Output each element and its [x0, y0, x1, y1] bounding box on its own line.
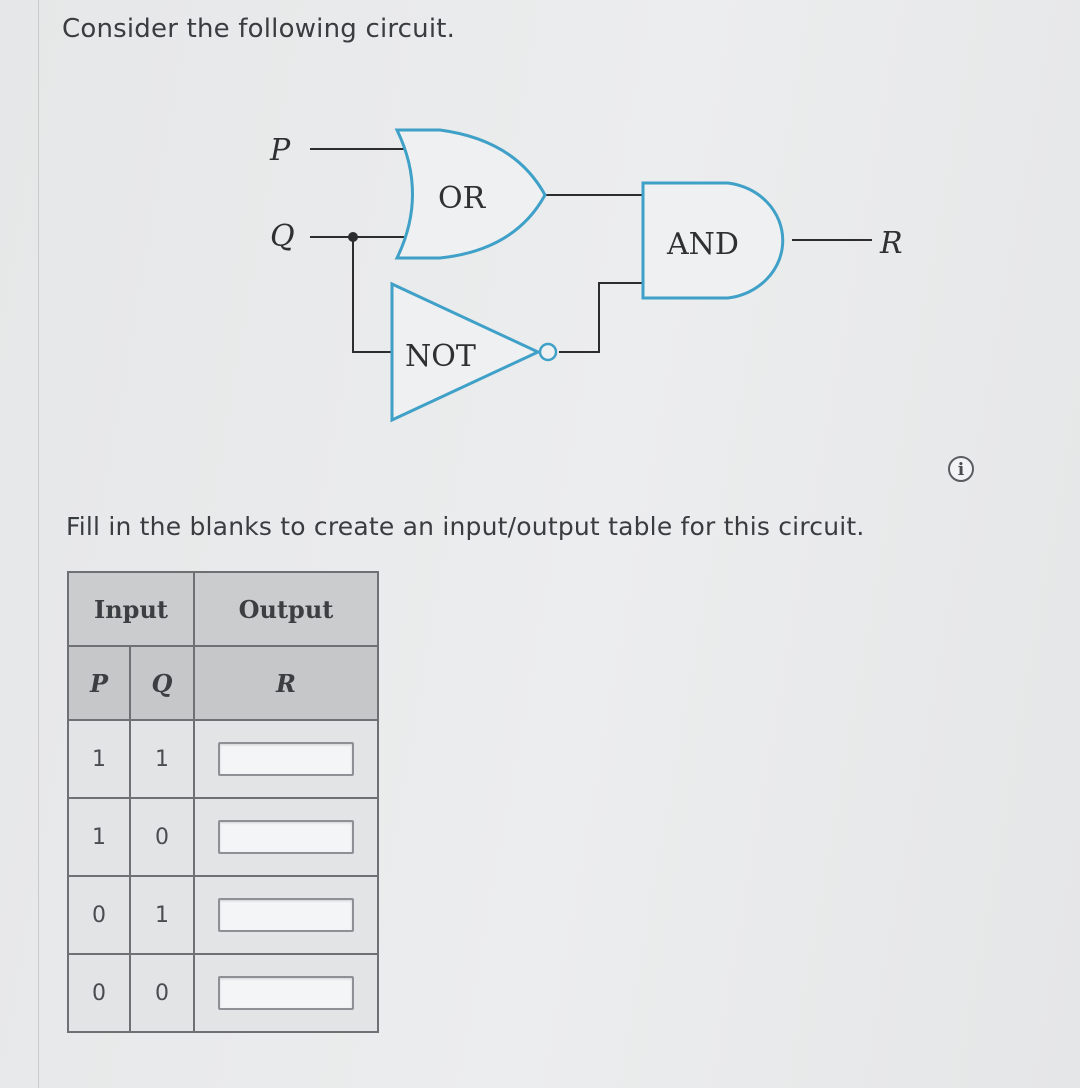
cell-q: 0: [129, 797, 195, 877]
cell-q: 1: [129, 719, 195, 799]
wire-q-to-not: [352, 237, 393, 353]
answer-input-row-3[interactable]: [218, 898, 354, 932]
header-r: R: [193, 645, 379, 721]
question-intro: Consider the following circuit.: [62, 14, 456, 44]
header-p: P: [67, 645, 131, 721]
table-row: 1 1: [67, 719, 379, 799]
header-input: Input: [67, 571, 195, 647]
table-subheader-row: P Q R: [67, 645, 379, 721]
cell-r: [193, 719, 379, 799]
info-icon[interactable]: i: [946, 454, 976, 484]
junction-dot: [348, 232, 358, 242]
output-label-r: R: [879, 226, 903, 261]
wire-not-to-and: [559, 282, 645, 353]
header-q: Q: [129, 645, 195, 721]
not-gate: [390, 281, 542, 423]
not-gate-label: NOT: [405, 339, 476, 374]
table-row: 0 0: [67, 953, 379, 1033]
logic-circuit-diagram: P Q OR AND NOT R: [269, 128, 903, 423]
input-output-table: Input Output P Q R 1 1 1 0 0 1: [67, 571, 379, 1033]
answer-input-row-2[interactable]: [218, 820, 354, 854]
or-gate: [394, 128, 547, 260]
cell-r: [193, 797, 379, 877]
header-output: Output: [193, 571, 379, 647]
input-label-p: P: [269, 133, 291, 168]
info-icon-glyph: i: [958, 460, 965, 480]
question-instruction: Fill in the blanks to create an input/ou…: [66, 512, 865, 541]
or-gate-label: OR: [438, 181, 487, 216]
left-border: [38, 0, 39, 1088]
and-gate: [641, 181, 785, 300]
table-row: 1 0: [67, 797, 379, 877]
cell-p: 1: [67, 719, 131, 799]
cell-q: 1: [129, 875, 195, 955]
and-gate-label: AND: [666, 227, 739, 262]
table-header-row: Input Output: [67, 571, 379, 647]
cell-p: 1: [67, 797, 131, 877]
cell-p: 0: [67, 953, 131, 1033]
not-gate-bubble: [538, 342, 558, 362]
circuit-wires: [310, 148, 872, 353]
cell-r: [193, 875, 379, 955]
table-row: 0 1: [67, 875, 379, 955]
cell-q: 0: [129, 953, 195, 1033]
input-label-q: Q: [270, 219, 295, 254]
cell-r: [193, 953, 379, 1033]
answer-input-row-4[interactable]: [218, 976, 354, 1010]
answer-input-row-1[interactable]: [218, 742, 354, 776]
cell-p: 0: [67, 875, 131, 955]
